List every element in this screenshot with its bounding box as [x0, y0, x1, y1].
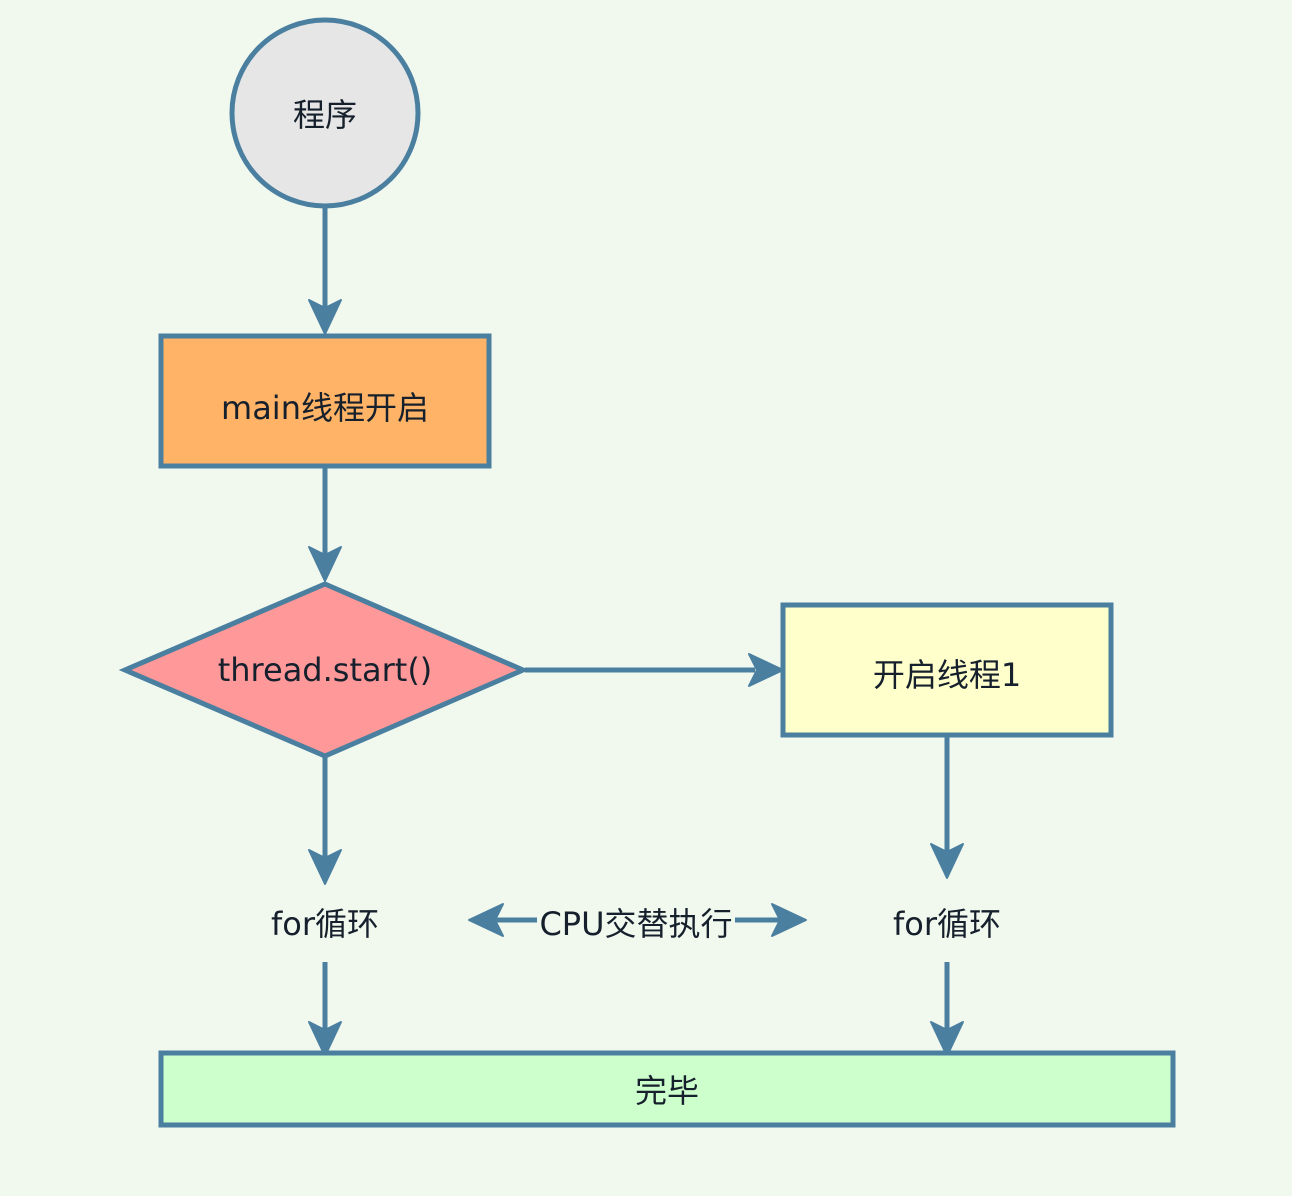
- arrowhead-right-cpu: [771, 903, 807, 937]
- arrowhead-down-loop-right: [930, 843, 964, 879]
- end-label: 完毕: [634, 1072, 699, 1110]
- loop-left-label: for循环: [270, 905, 379, 943]
- arrowhead-down-main: [308, 299, 342, 335]
- loop-right-label: for循环: [892, 905, 1001, 943]
- end-node: [158, 1050, 1176, 1128]
- arrowheads: [308, 299, 964, 1057]
- thread1-label: 开启线程1: [872, 656, 1022, 694]
- main-thread-node: [158, 333, 492, 469]
- decision-label: thread.start(): [217, 651, 433, 689]
- arrowhead-down-end-right: [930, 1021, 964, 1057]
- arrowhead-down-decision: [308, 546, 342, 582]
- main-thread-label: main线程开启: [221, 389, 429, 427]
- arrowhead-left-cpu: [468, 903, 504, 937]
- cpu-alternation-label: CPU交替执行: [537, 899, 735, 945]
- arrowhead-down-end-left: [308, 1021, 342, 1057]
- start-node: [229, 17, 421, 209]
- cpu-alternation-label-wrap: CPU交替执行: [520, 892, 752, 952]
- thread1-node: [780, 602, 1114, 738]
- arrowhead-right-thread1: [748, 653, 784, 687]
- decision-node: [118, 581, 530, 759]
- start-label: 程序: [292, 96, 357, 134]
- arrowhead-down-loop-left: [308, 849, 342, 885]
